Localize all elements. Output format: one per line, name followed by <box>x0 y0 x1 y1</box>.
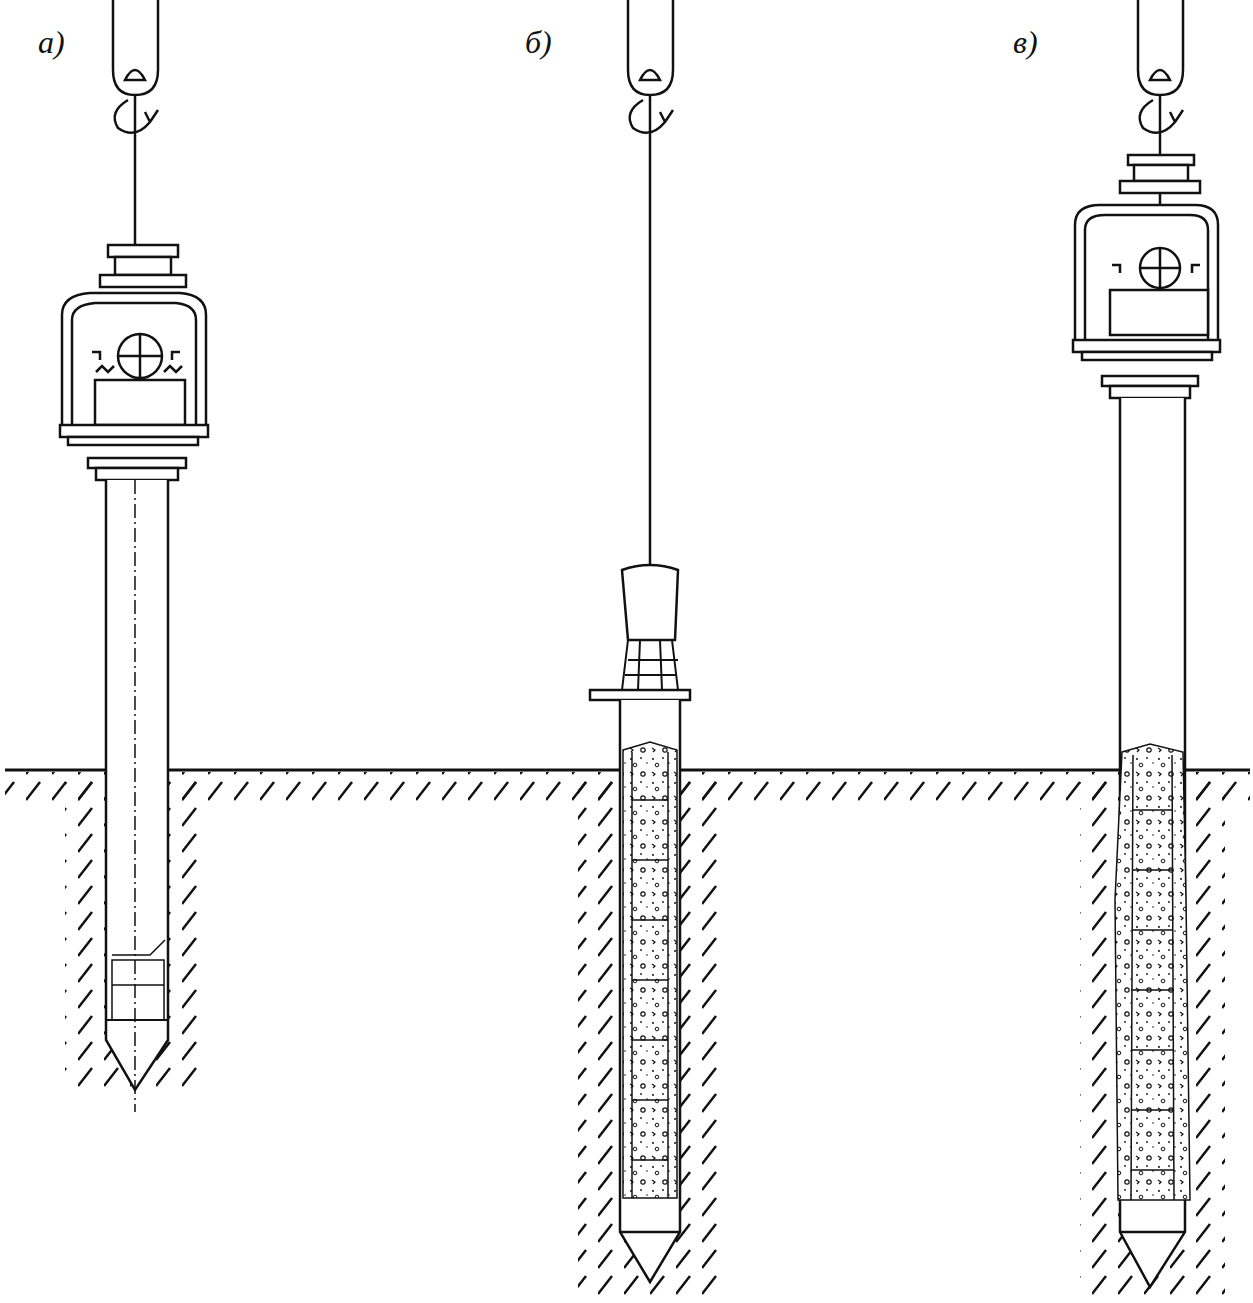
panel-b <box>590 0 690 1282</box>
panel-a <box>60 0 208 1112</box>
panel-c <box>1073 0 1220 1287</box>
panel-letter: а) <box>38 26 65 58</box>
panel-letter: б) <box>525 26 552 58</box>
panel-letter: в) <box>1013 26 1038 58</box>
